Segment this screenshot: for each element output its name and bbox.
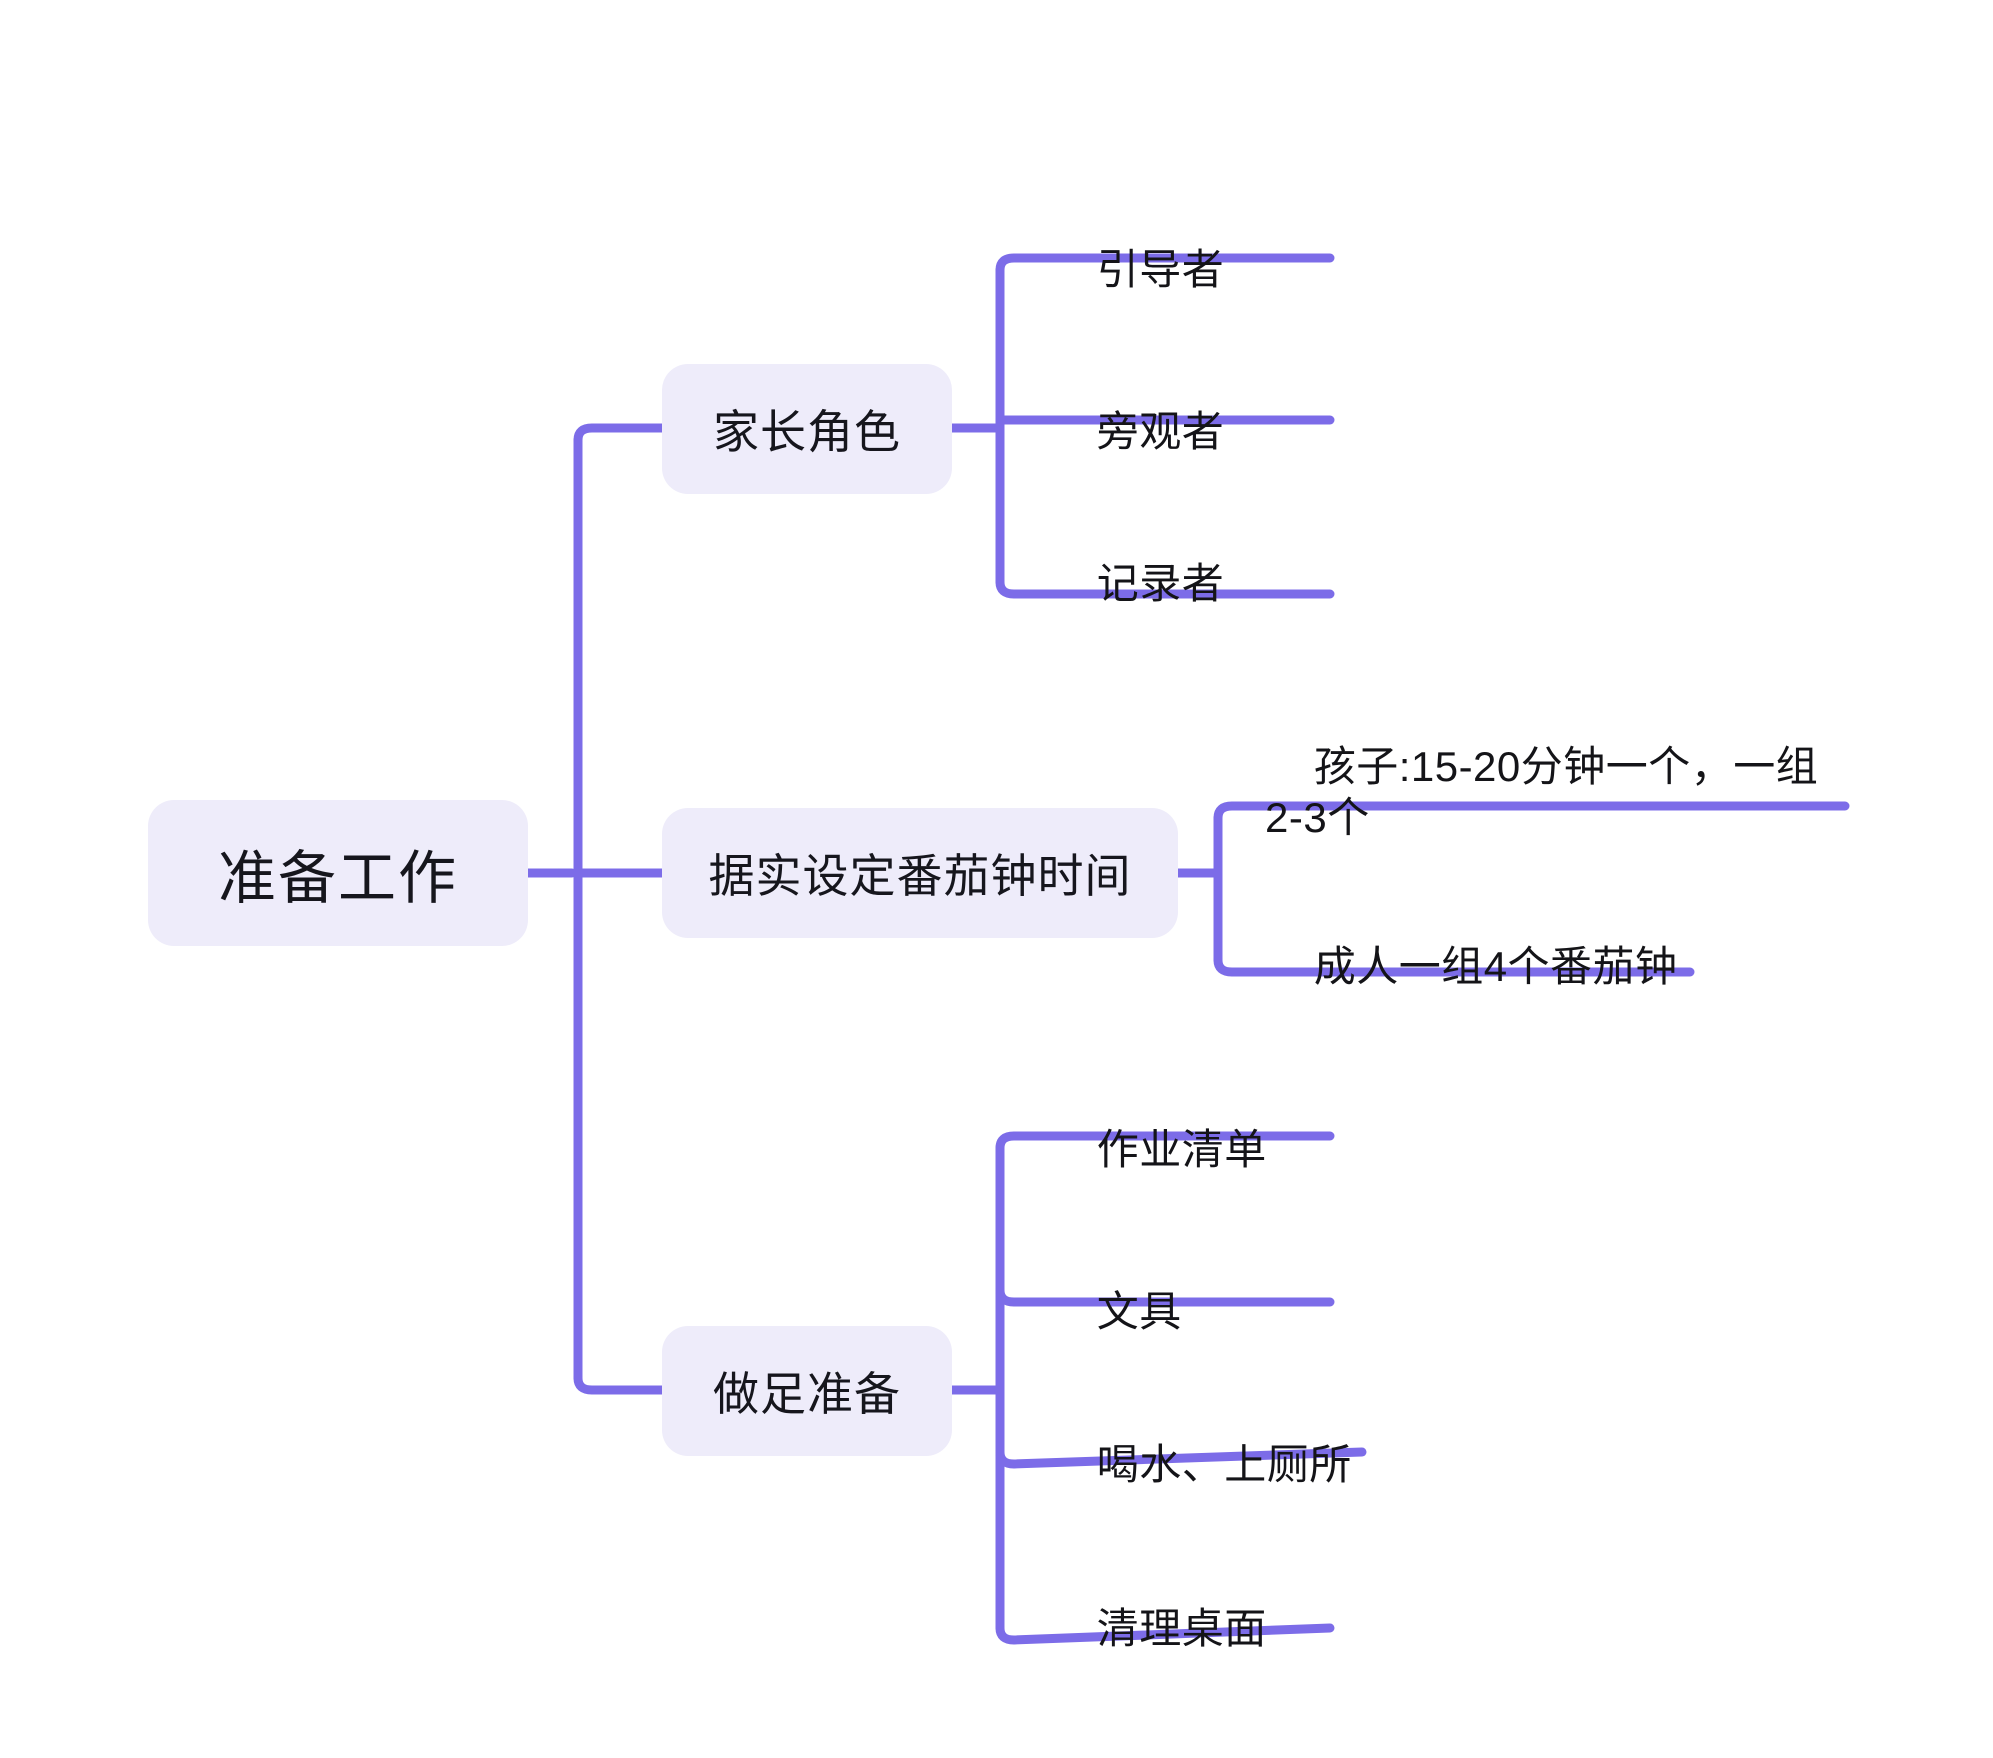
branch-node-be-prepared[interactable]: 做足准备 xyxy=(662,1326,952,1456)
leaf-node-label: 孩子:15-20分钟一个，一组2-3个 xyxy=(1265,743,1819,842)
leaf-node-label: 文具 xyxy=(1096,1288,1182,1336)
branch-node-label: 家长角色 xyxy=(713,406,901,458)
connector-to-branch-3 xyxy=(573,1373,667,1395)
branch-node-label: 据实设定番茄钟时间 xyxy=(708,850,1132,902)
leaf-node-label: 引导者 xyxy=(1096,246,1225,294)
branch-node-parent-role[interactable]: 家长角色 xyxy=(662,364,952,494)
leaf-node-label: 成人一组4个番茄钟 xyxy=(1313,943,1678,991)
leaf-node-stationery[interactable]: 文具 xyxy=(1048,1235,1468,1389)
root-node[interactable]: 准备工作 xyxy=(148,800,528,946)
branch-node-label: 做足准备 xyxy=(713,1368,901,1420)
leaf-node-label: 作业清单 xyxy=(1096,1126,1267,1174)
leaf-node-label: 清理桌面 xyxy=(1096,1605,1267,1653)
root-node-label: 准备工作 xyxy=(217,846,458,911)
leaf-node-adult-pomodoro[interactable]: 成人一组4个番茄钟 xyxy=(1265,890,1825,1044)
connector-to-branch-1 xyxy=(573,423,667,445)
leaf-node-clean-desk[interactable]: 清理桌面 xyxy=(1048,1552,1468,1706)
leaf-node-label: 旁观者 xyxy=(1096,408,1225,456)
leaf-node-label: 记录者 xyxy=(1096,560,1225,608)
leaf-node-observer[interactable]: 旁观者 xyxy=(1048,355,1448,509)
leaf-node-water-toilet[interactable]: 喝水、上厕所 xyxy=(1048,1388,1528,1542)
leaf-node-recorder[interactable]: 记录者 xyxy=(1048,507,1448,661)
leaf-node-homework-list[interactable]: 作业清单 xyxy=(1048,1073,1468,1227)
leaf-node-label: 喝水、上厕所 xyxy=(1096,1441,1352,1489)
branch-node-pomodoro-time[interactable]: 据实设定番茄钟时间 xyxy=(662,808,1178,938)
leaf-node-child-pomodoro[interactable]: 孩子:15-20分钟一个，一组2-3个 xyxy=(1265,690,1825,895)
leaf-node-guide[interactable]: 引导者 xyxy=(1048,193,1448,347)
